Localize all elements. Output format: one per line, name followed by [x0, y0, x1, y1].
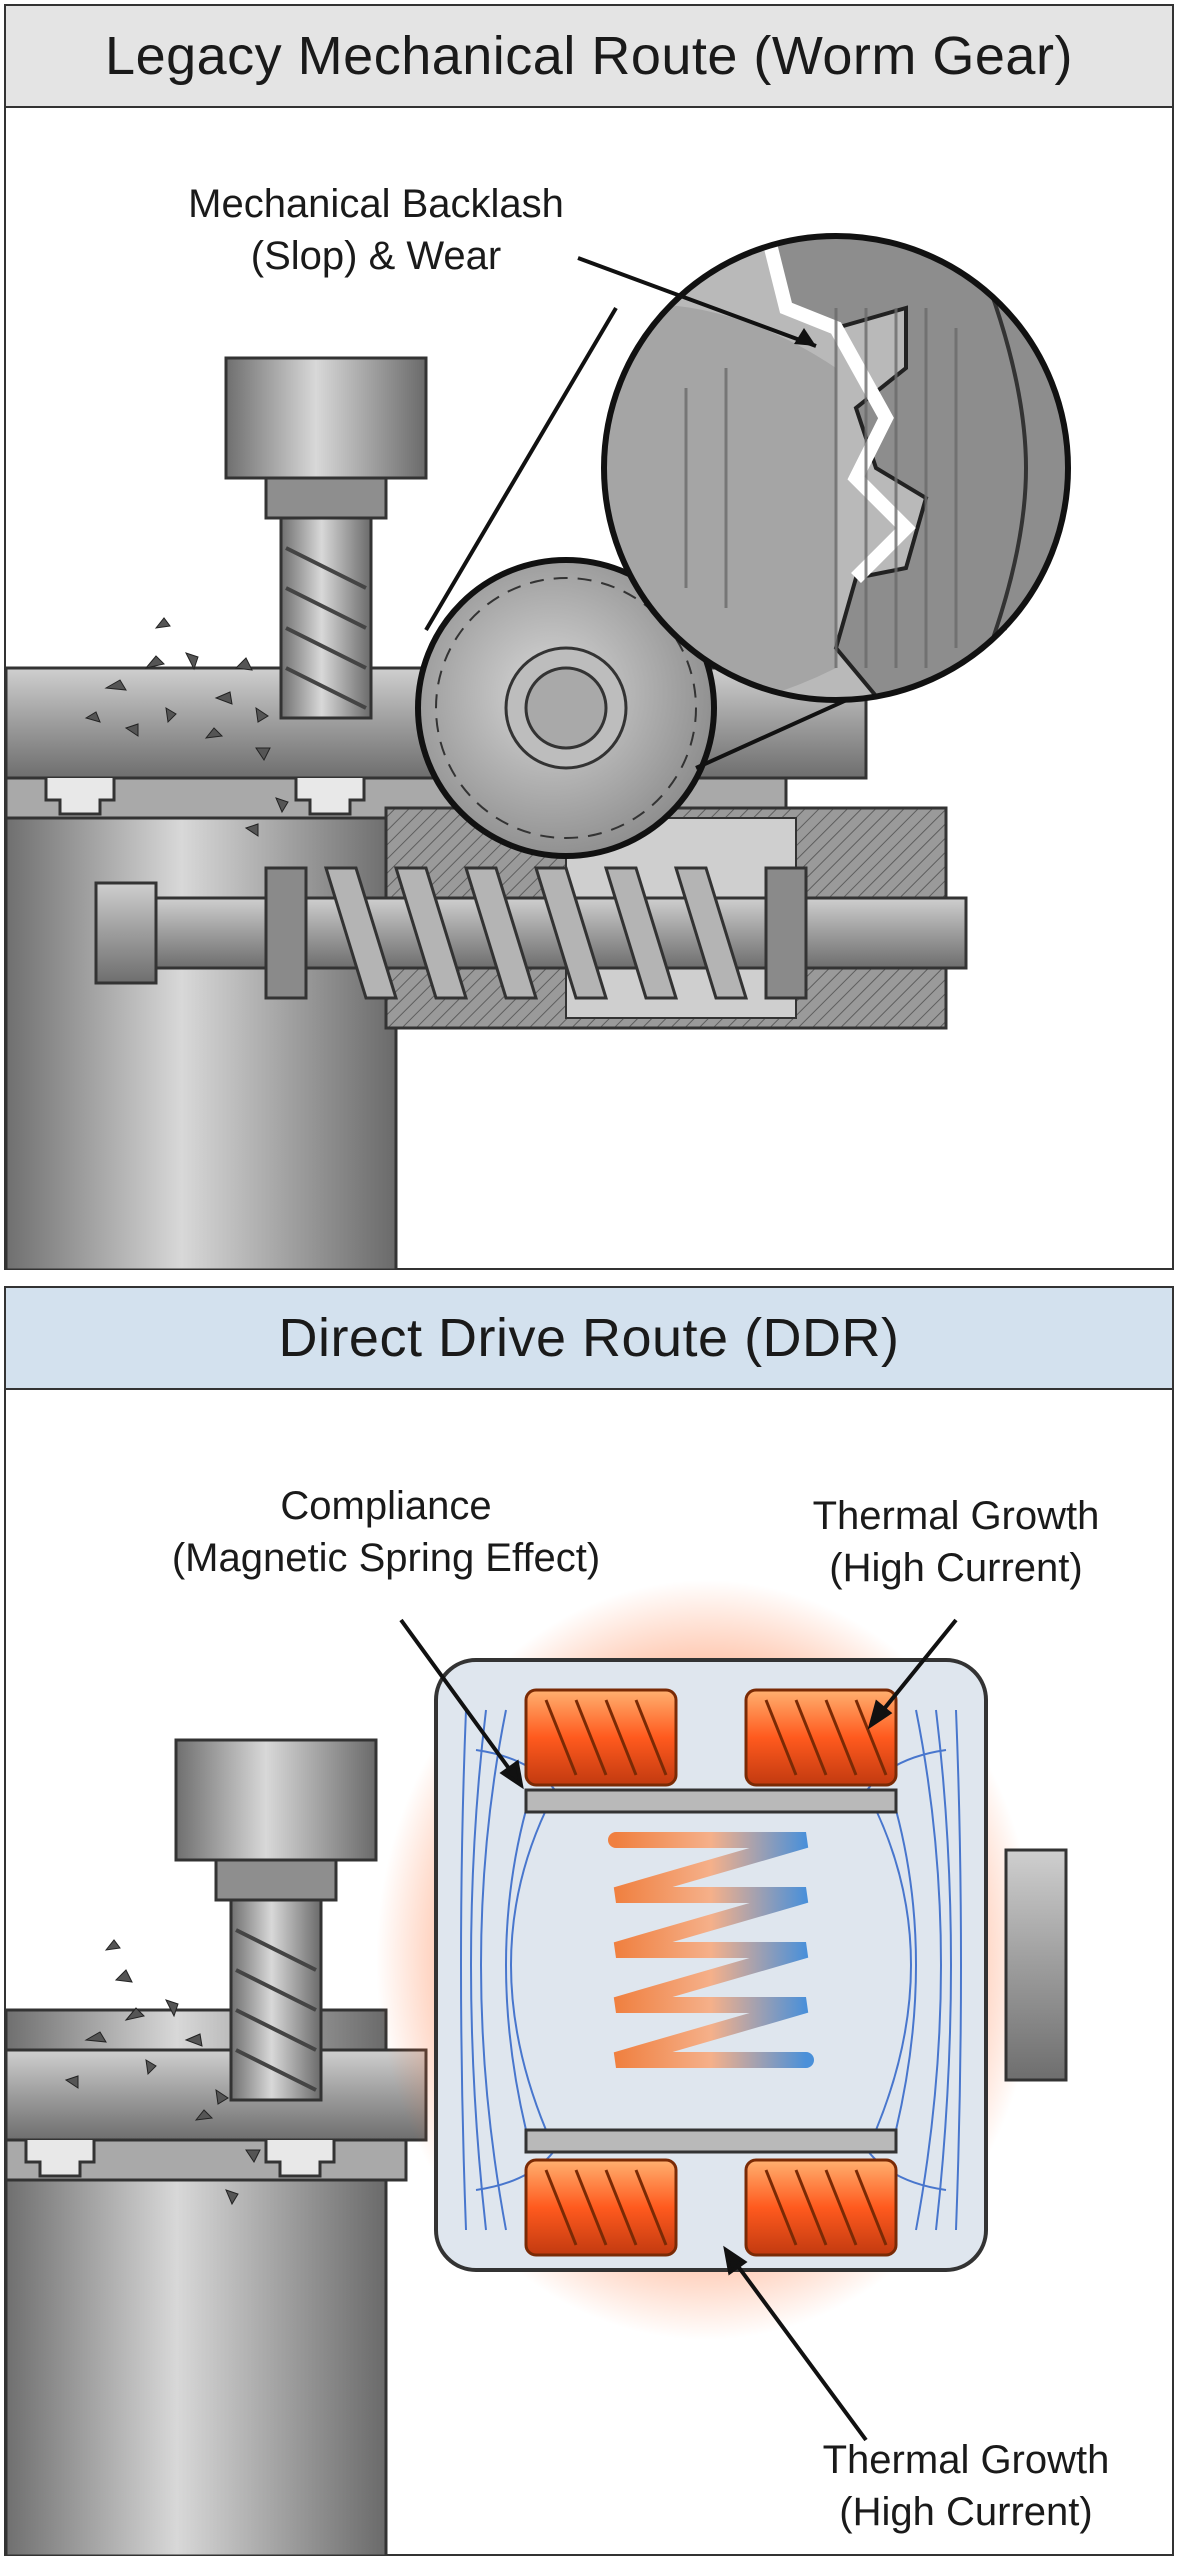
machine-table: [6, 2048, 428, 2142]
thermal-bottom-label-line2: (High Current): [839, 2490, 1093, 2534]
metal-chips: [84, 617, 289, 837]
worm-shaft: [104, 896, 968, 970]
heated-coils: [524, 1688, 898, 2257]
thermal-bottom-label: Thermal Growth (High Current): [786, 2434, 1146, 2538]
thermal-top-label: Thermal Growth (High Current): [776, 1490, 1136, 1594]
spindle-housing: [224, 356, 428, 480]
worm-threads: [323, 866, 749, 1000]
worm-gear-panel-title: Legacy Mechanical Route (Worm Gear): [105, 26, 1073, 86]
worm-wheel: [415, 557, 717, 859]
direct-drive-panel: Direct Drive Route (DDR): [4, 1286, 1174, 2556]
spindle-housing: [174, 1738, 378, 1862]
compliance-label-line1: Compliance: [280, 1484, 492, 1528]
backlash-label: Mechanical Backlash (Slop) & Wear: [126, 178, 626, 282]
direct-drive-panel-title: Direct Drive Route (DDR): [278, 1308, 900, 1368]
backlash-callout-arrow: [577, 256, 817, 348]
direct-drive-panel-header: Direct Drive Route (DDR): [6, 1288, 1172, 1390]
direct-drive-illustration: Compliance (Magnetic Spring Effect) Ther…: [6, 1390, 1172, 2556]
compliance-callout-arrow: [399, 1618, 523, 1787]
worm-gear-illustration: Mechanical Backlash (Slop) & Wear: [6, 108, 1172, 1270]
magnetic-spring: [608, 1832, 814, 2068]
direct-drive-drawing: [6, 1580, 1068, 2556]
worm-gear-drawing: [6, 233, 1071, 1270]
compliance-label: Compliance (Magnetic Spring Effect): [126, 1480, 646, 1584]
metal-chips: [64, 1939, 261, 2206]
thermal-bottom-label-line1: Thermal Growth: [822, 2438, 1110, 2482]
thermal-top-label-line1: Thermal Growth: [812, 1494, 1100, 1538]
worm-gear-panel-header: Legacy Mechanical Route (Worm Gear): [6, 6, 1172, 108]
backlash-label-line1: Mechanical Backlash: [188, 182, 564, 226]
thermal-top-label-line2: (High Current): [829, 1546, 1083, 1590]
compliance-label-line2: (Magnetic Spring Effect): [171, 1536, 601, 1580]
backlash-label-line2: (Slop) & Wear: [250, 234, 502, 278]
backlash-zoom-inset: [601, 233, 1071, 703]
thermal-bottom-callout-arrow: [724, 2248, 868, 2442]
magnetic-flux-lines: [460, 1709, 962, 2231]
worm-gear-panel: Legacy Mechanical Route (Worm Gear): [4, 4, 1174, 1270]
direct-drive-motor: [434, 1658, 1068, 2272]
